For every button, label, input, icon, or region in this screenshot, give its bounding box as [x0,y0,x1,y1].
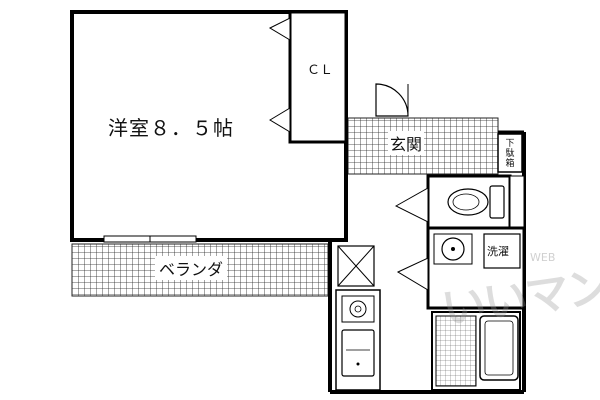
room-label: 洋室８．５帖 [108,116,234,140]
closet [268,10,348,144]
closet-label: ＣＬ [307,63,334,78]
watermark-subtext: WEB [530,251,556,264]
laundry-label: 洗濯 [487,245,509,258]
veranda-label: ベランダ [155,256,228,280]
fridge-space [337,245,375,287]
bathroom [431,311,521,391]
entrance-label: 玄関 [388,131,425,155]
shoe-box [497,133,523,173]
washroom [396,226,526,310]
toilet-room [394,174,525,230]
kitchen [335,289,381,391]
entrance-door [375,83,409,117]
shoe-box-label: 下駄箱 [505,139,515,169]
